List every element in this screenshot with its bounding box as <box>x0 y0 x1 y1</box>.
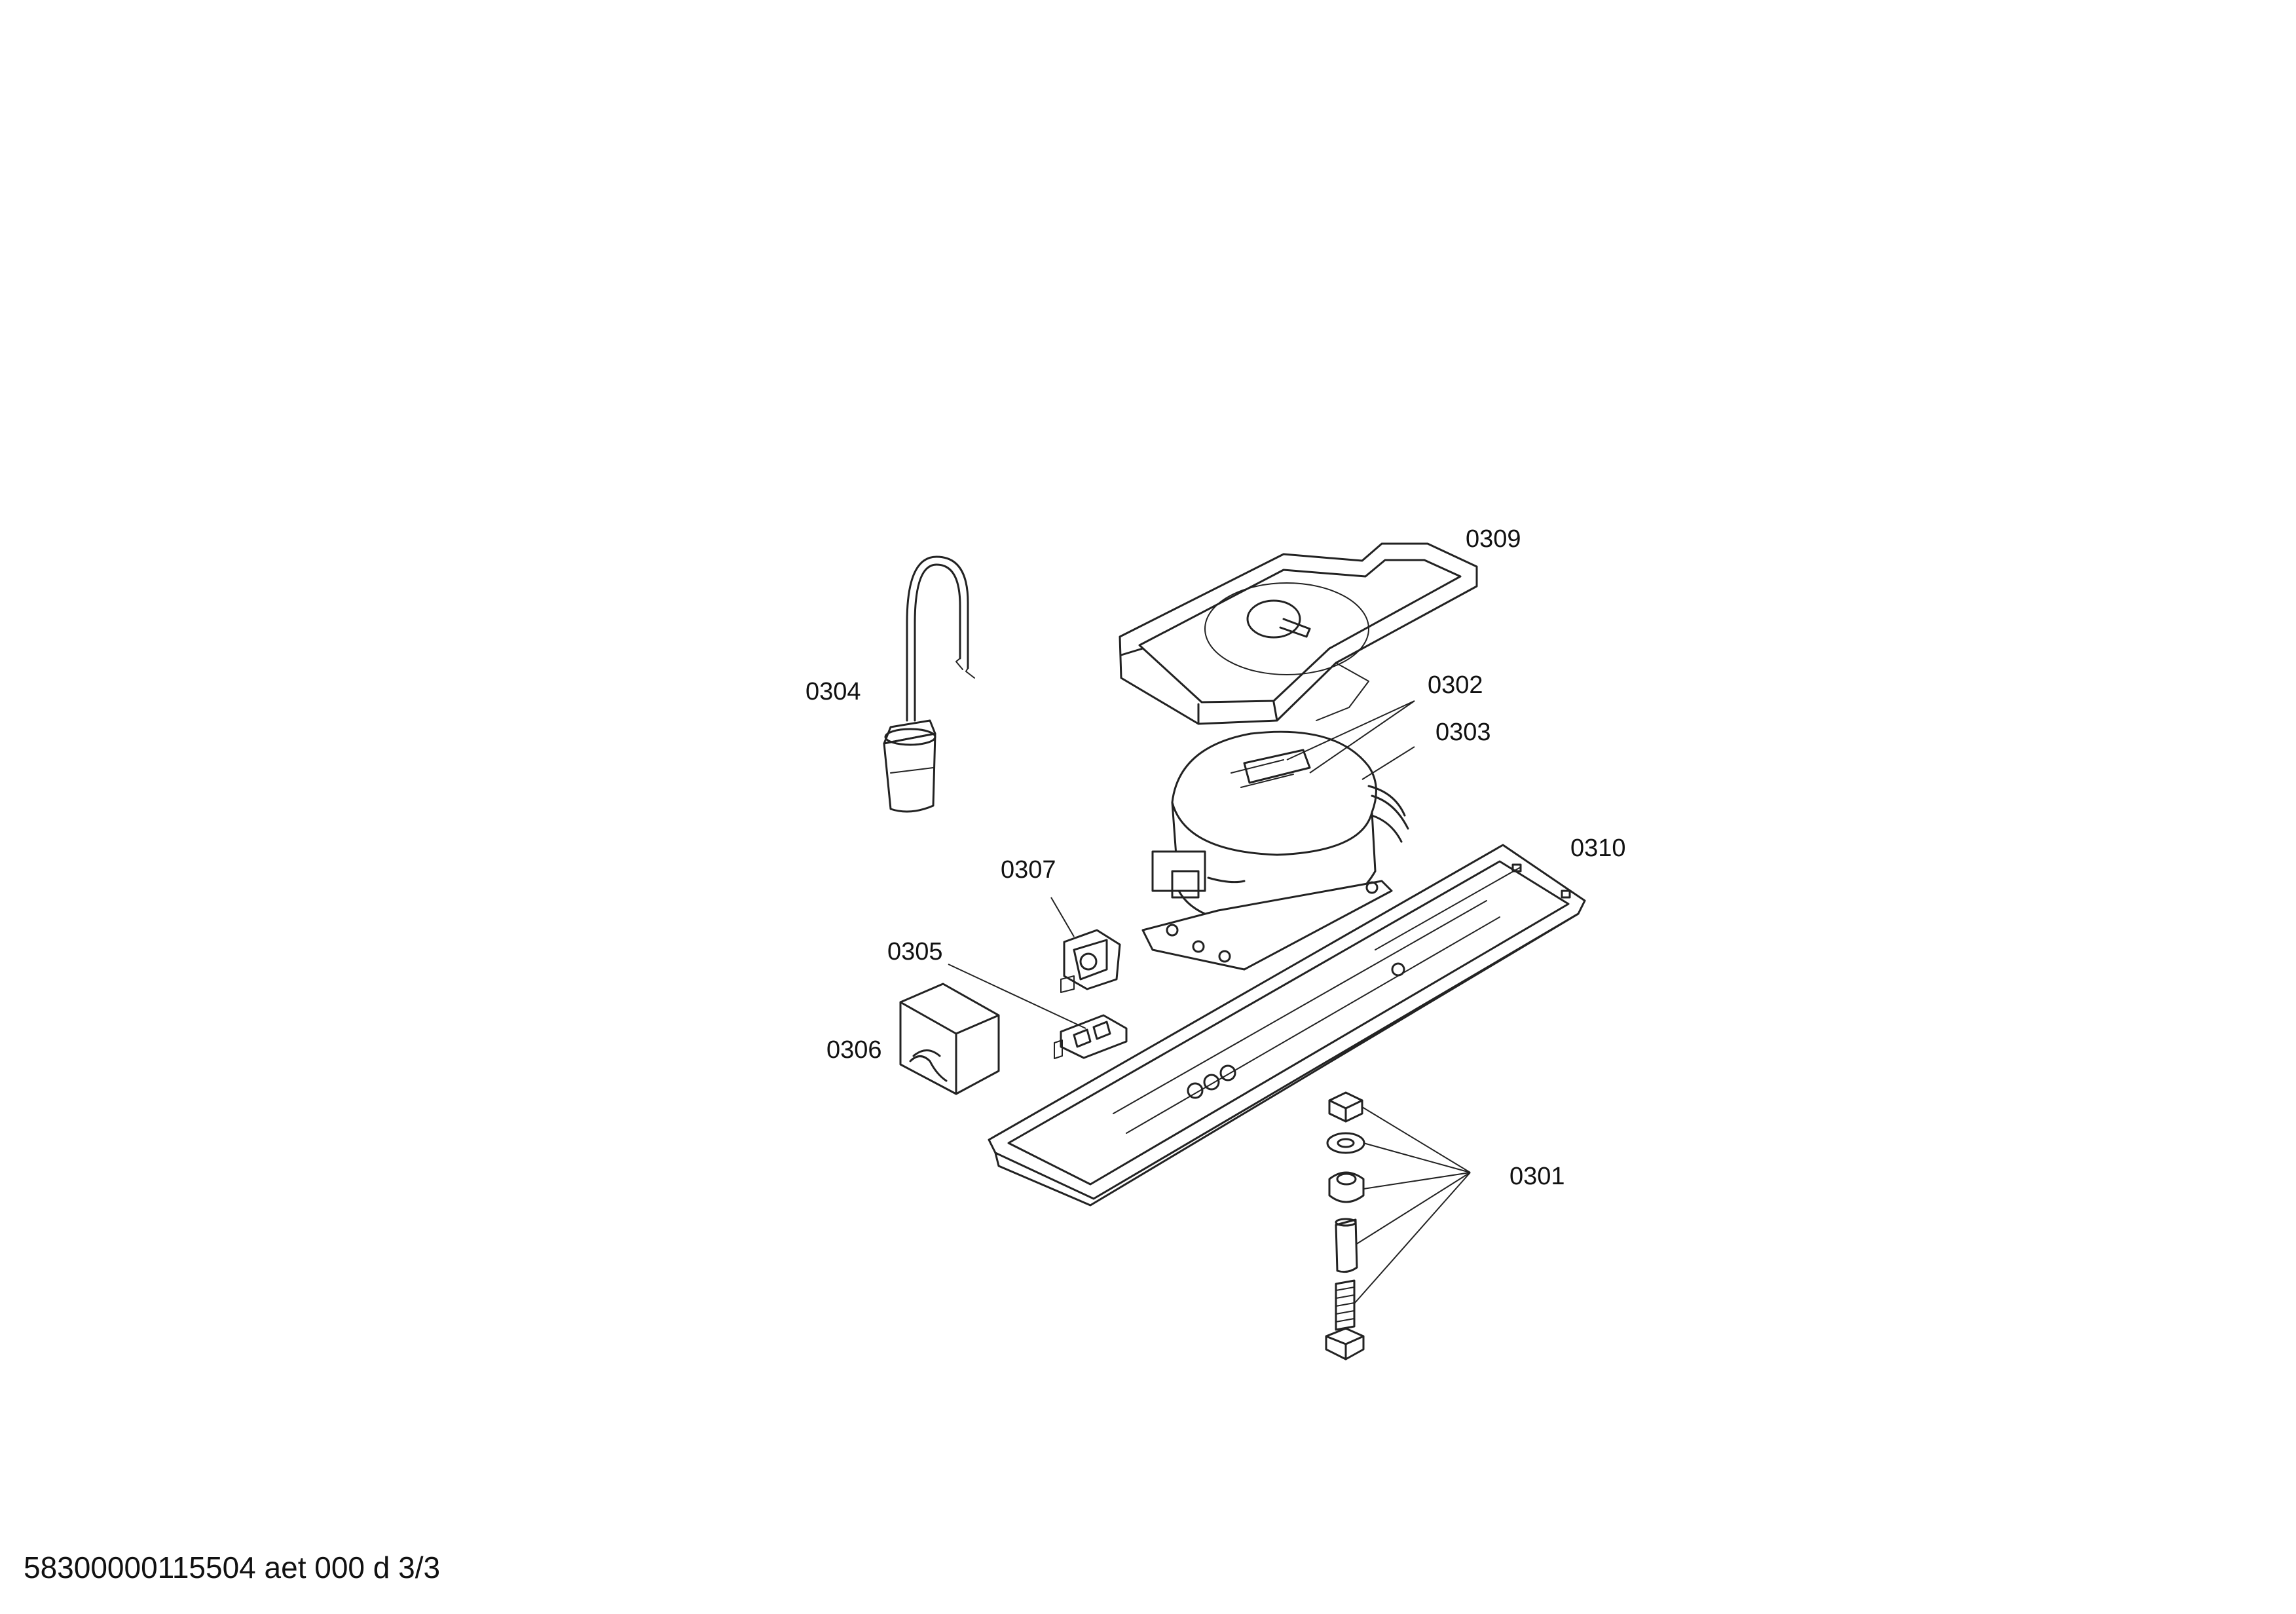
label-0309: 0309 <box>1466 525 1521 553</box>
mounting-rail-part <box>988 844 1586 1207</box>
fastener-set-part <box>1325 1091 1365 1361</box>
starter-connector-part <box>1054 1014 1128 1059</box>
document-id-footer: 58300000115504 aet 000 d 3/3 <box>24 1550 441 1585</box>
label-0304: 0304 <box>805 678 861 705</box>
label-0307: 0307 <box>1001 856 1056 884</box>
label-0303: 0303 <box>1435 719 1491 746</box>
label-0305: 0305 <box>887 938 943 966</box>
label-0302: 0302 <box>1428 671 1483 699</box>
compressor-part <box>1141 730 1409 971</box>
label-0301: 0301 <box>1509 1163 1565 1190</box>
relay-cover-part <box>899 983 1000 1095</box>
part-labels: 0309 0304 0302 0303 0310 0307 0305 0306 … <box>805 525 1626 1190</box>
leader-lines <box>948 700 1471 1304</box>
capacitor-cable-part <box>883 555 975 813</box>
label-0306: 0306 <box>826 1036 882 1064</box>
relay-clip-part <box>1060 929 1121 993</box>
cover-tray-part <box>1119 542 1478 725</box>
label-0310: 0310 <box>1570 835 1626 862</box>
